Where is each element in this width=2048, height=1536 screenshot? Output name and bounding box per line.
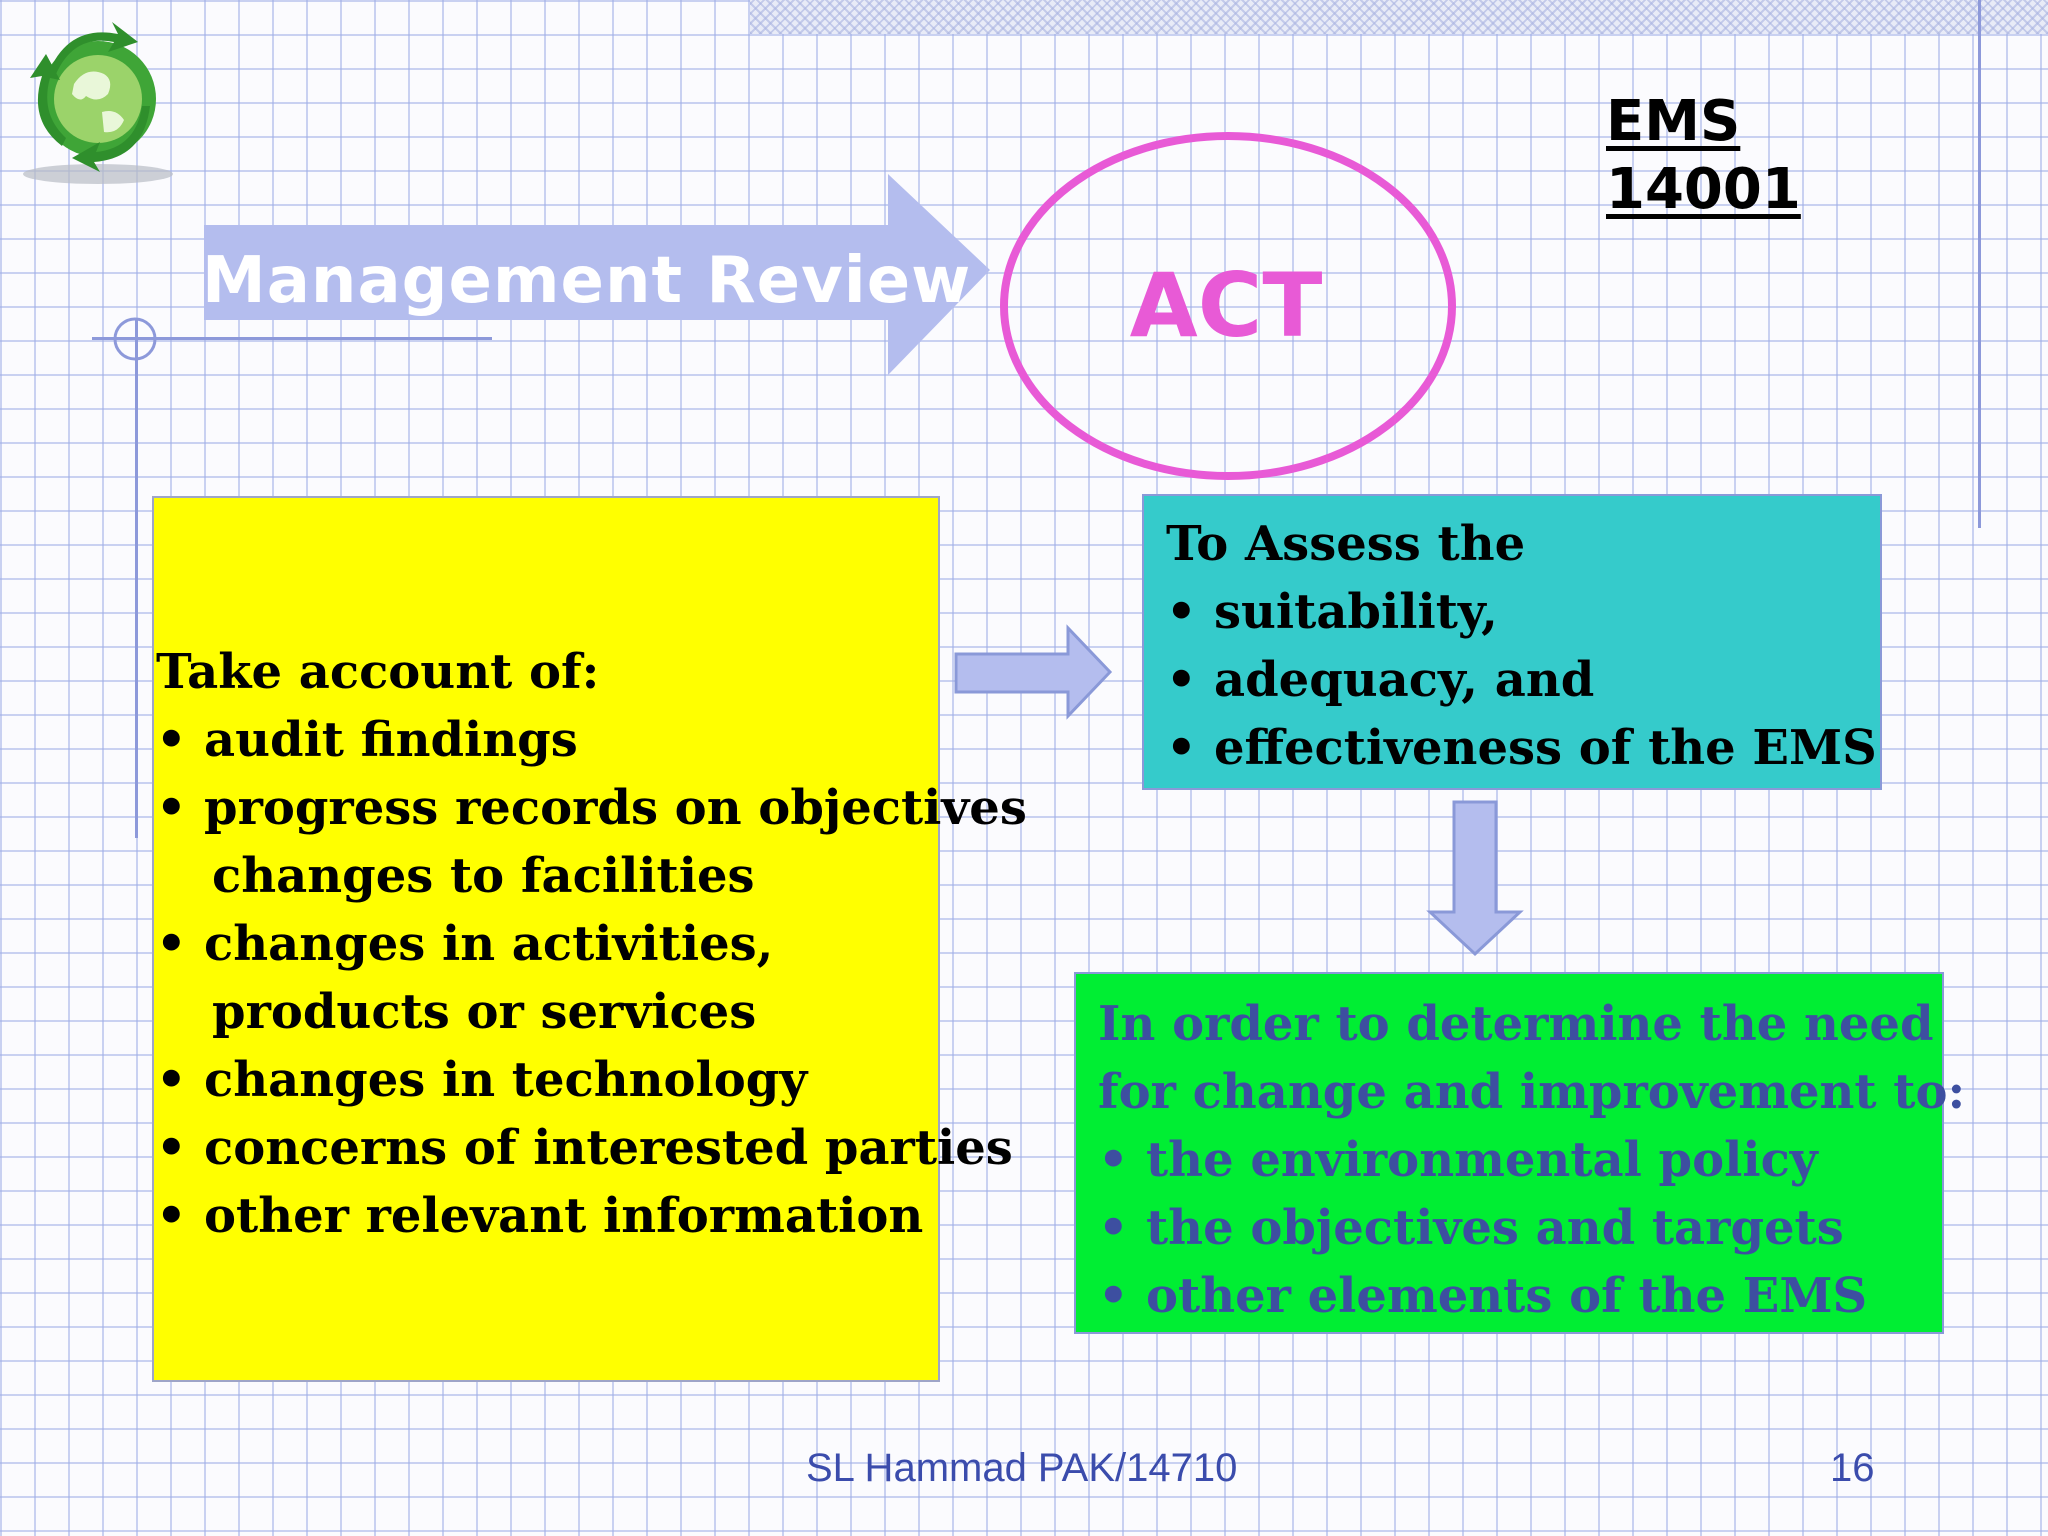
list-item: •suitability, <box>1166 584 1498 640</box>
list-item: products or services <box>212 984 757 1040</box>
list-item: •concerns of interested parties <box>156 1120 1013 1176</box>
list-item: changes to facilities <box>212 848 755 904</box>
assess-heading: To Assess the <box>1166 516 1526 572</box>
list-item: •changes in technology <box>156 1052 808 1108</box>
ems-title-line2: 14001 <box>1606 157 1801 222</box>
list-item: •other elements of the EMS <box>1098 1268 1868 1324</box>
determine-heading-line1: In order to determine the need <box>1098 996 1934 1052</box>
header-hatch-band <box>750 0 2048 34</box>
act-label: ACT <box>1129 254 1323 357</box>
take-account-heading: Take account of: <box>156 644 600 700</box>
right-vertical-rule <box>1978 0 1981 528</box>
assess-box: To Assess the •suitability, •adequacy, a… <box>1142 494 1882 790</box>
management-review-arrow <box>204 174 990 375</box>
determine-content: In order to determine the need for chang… <box>1098 990 1966 1330</box>
determine-heading-line2: for change and improvement to: <box>1098 1064 1966 1120</box>
footer-author: SL Hammad PAK/14710 <box>806 1446 1238 1490</box>
page-number: 16 <box>1830 1446 1875 1490</box>
list-item: •progress records on objectives <box>156 780 1027 836</box>
list-item: •effectiveness of the EMS <box>1166 720 1877 776</box>
down-arrow <box>1426 800 1524 957</box>
ems-title: EMS 14001 <box>1606 88 1801 224</box>
left-vertical-rule <box>135 318 138 838</box>
left-horizontal-rule <box>92 337 492 340</box>
ems-title-line1: EMS <box>1606 89 1741 154</box>
list-item: •the environmental policy <box>1098 1132 1818 1188</box>
list-item: •other relevant information <box>156 1188 924 1244</box>
assess-content: To Assess the •suitability, •adequacy, a… <box>1166 510 1886 782</box>
recycle-globe-logo-icon <box>23 22 173 184</box>
list-item: •the objectives and targets <box>1098 1200 1844 1256</box>
act-ellipse <box>1000 132 1456 480</box>
right-arrow <box>954 624 1113 720</box>
list-item: •audit findings <box>156 712 578 768</box>
management-review-label: Management Review <box>202 244 972 318</box>
crosshair-icon <box>113 317 157 361</box>
list-item: •changes in activities, <box>156 916 774 972</box>
take-account-box: Take account of: •audit findings •progre… <box>152 496 1027 1382</box>
list-item: •adequacy, and <box>1166 652 1595 708</box>
take-account-content: Take account of: •audit findings •progre… <box>156 638 1056 1250</box>
determine-box: In order to determine the need for chang… <box>1074 972 1965 1334</box>
